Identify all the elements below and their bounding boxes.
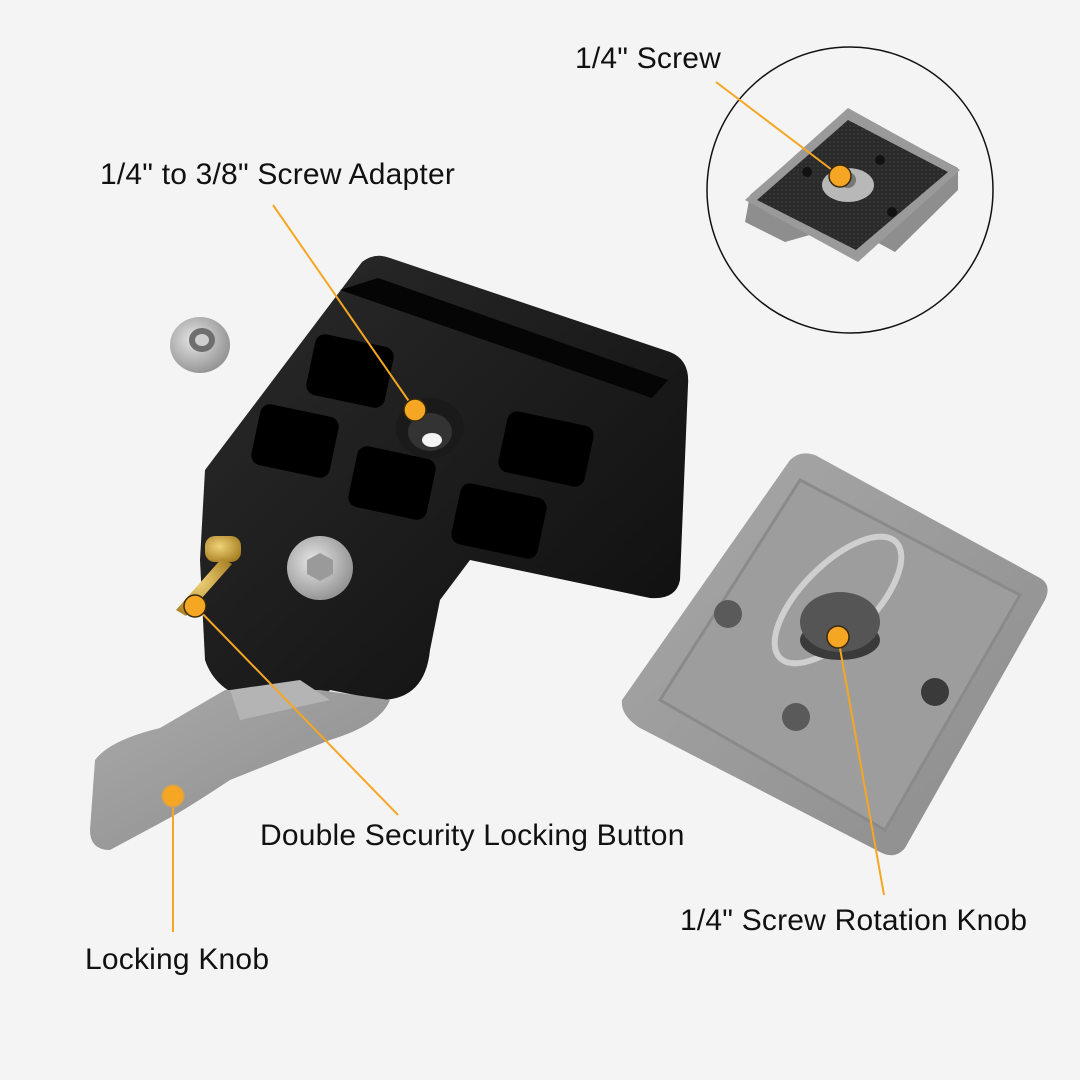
callout-label-rotation-knob: 1/4" Screw Rotation Knob <box>680 904 1028 937</box>
callout-label-adapter: 1/4" to 3/8" Screw Adapter <box>100 158 456 191</box>
quick-release-plate <box>621 453 1048 856</box>
callout-lines <box>172 81 885 932</box>
callout-dot-icon <box>183 594 207 618</box>
callout-dot-icon <box>161 784 185 808</box>
callout-label-locking-knob: Locking Knob <box>85 943 270 976</box>
screw-adapter-part <box>170 317 230 373</box>
callout-label-screw: 1/4" Screw <box>575 42 722 75</box>
callout-label-double-lock: Double Security Locking Button <box>260 819 685 852</box>
leader-line-rotation-knob <box>837 636 885 896</box>
leader-line-adapter <box>272 204 416 411</box>
inset-circle <box>706 46 994 334</box>
leader-line-double-lock <box>194 605 399 816</box>
inset-plate <box>745 108 960 262</box>
callout-dot-icon <box>403 398 427 422</box>
callout-dot-icon <box>828 164 852 188</box>
callout-dots <box>161 164 852 808</box>
leader-line-screw <box>715 81 841 177</box>
clamp-body <box>176 255 689 720</box>
callout-dot-icon <box>826 625 850 649</box>
